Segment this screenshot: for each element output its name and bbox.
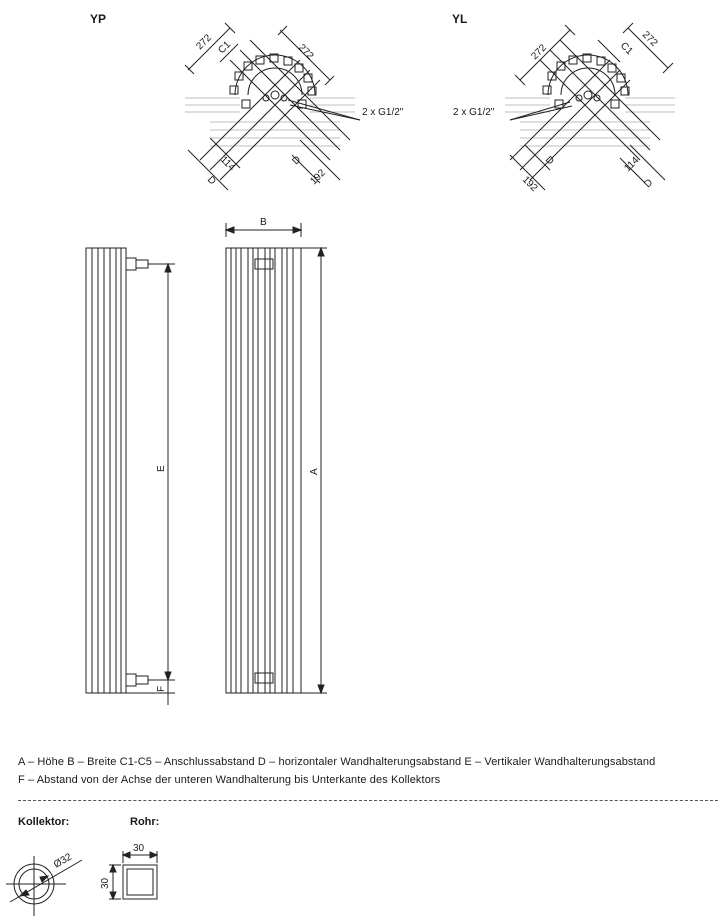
- yp-dim-114: 114: [218, 154, 237, 173]
- separator-line: [18, 800, 718, 801]
- rohr-width: 30: [133, 843, 145, 854]
- yl-title: YL: [452, 12, 468, 26]
- yp-dim-272-left: 272: [194, 32, 214, 52]
- yl-connection-label: 2 x G1/2": [453, 107, 495, 118]
- yp-dim-d-left: D: [205, 174, 218, 187]
- yp-plan-diagram: 272 C1 272 D 114 D 192: [184, 22, 361, 191]
- yp-dim-272-right: 272: [296, 42, 316, 62]
- side-dim-e: E: [156, 465, 167, 472]
- kollektor-profile-icon: Ø32: [6, 851, 83, 916]
- side-dim-f: F: [156, 686, 167, 692]
- yl-dim-192: 192: [520, 174, 540, 194]
- yl-dim-d-right: D: [642, 177, 655, 190]
- yl-dim-272-left: 272: [529, 42, 549, 62]
- side-view-diagram: E F: [85, 247, 175, 705]
- front-dim-b: B: [260, 217, 267, 228]
- front-dim-a: A: [309, 468, 320, 475]
- kollektor-diameter: Ø32: [52, 851, 74, 870]
- yp-title: YP: [90, 12, 107, 26]
- yl-dim-114: 114: [622, 155, 641, 174]
- yp-dim-d-right: D: [290, 154, 303, 167]
- yl-dim-c1: C1: [618, 40, 635, 57]
- legend-line-2: F – Abstand von der Achse der unteren Wa…: [18, 774, 441, 786]
- yp-dim-c1: C1: [216, 39, 233, 56]
- rohr-label: Rohr:: [130, 816, 160, 828]
- rohr-profile-icon: 30 30: [100, 843, 159, 901]
- front-view-diagram: B A: [224, 217, 327, 695]
- yl-plan-diagram: 272 C1 272 192 D 114 D: [505, 22, 675, 194]
- yp-dim-192: 192: [308, 167, 328, 187]
- yl-dim-272-right: 272: [640, 29, 660, 49]
- kollektor-label: Kollektor:: [18, 816, 70, 828]
- legend-line-1: A – Höhe B – Breite C1-C5 – Anschlussabs…: [18, 756, 656, 768]
- rohr-height: 30: [100, 877, 111, 889]
- yp-connection-label: 2 x G1/2": [362, 107, 404, 118]
